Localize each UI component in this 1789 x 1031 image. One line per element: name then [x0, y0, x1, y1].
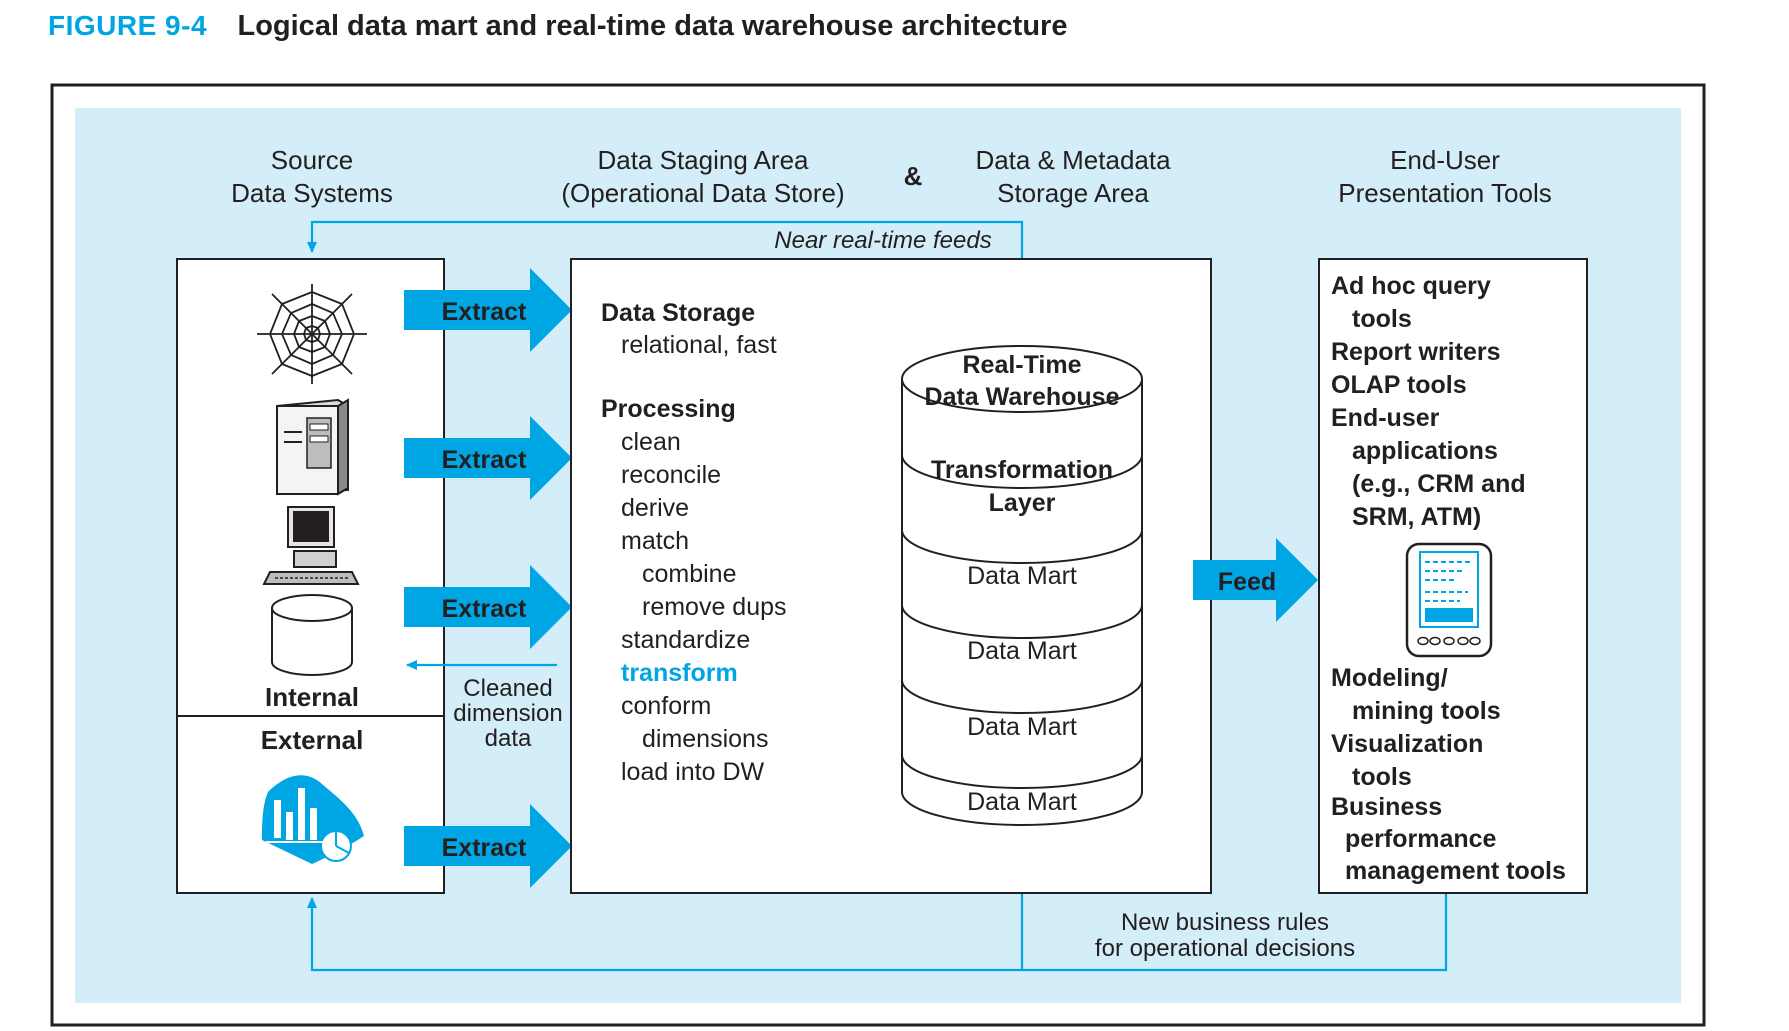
warehouse-cylinder	[901, 345, 1143, 826]
svg-text:Data & Metadata: Data & Metadata	[975, 145, 1171, 175]
svg-text:Storage Area: Storage Area	[997, 178, 1149, 208]
extract-arrow-2: Extract	[404, 416, 572, 500]
extract-arrow-1: Extract	[404, 268, 572, 352]
svg-text:New business rules: New business rules	[1121, 909, 1329, 936]
column-header-source: Source Data Systems	[231, 145, 393, 208]
data-mart-2: Data Mart	[967, 637, 1077, 665]
processing-heading: Processing	[601, 395, 736, 423]
svg-text:mining tools: mining tools	[1352, 697, 1501, 725]
column-header-storage: Data & Metadata Storage Area	[975, 145, 1171, 208]
svg-text:(Operational Data Store): (Operational Data Store)	[561, 178, 844, 208]
svg-text:tools: tools	[1352, 763, 1412, 791]
svg-text:Business: Business	[1331, 793, 1442, 821]
cleaned-data-label: Cleaned dimension data	[453, 675, 562, 752]
near-realtime-label: Near real-time feeds	[774, 227, 991, 254]
warehouse-title: Real-Time Data Warehouse	[925, 351, 1120, 411]
svg-text:Extract: Extract	[442, 834, 527, 862]
svg-text:Data Staging Area: Data Staging Area	[597, 145, 809, 175]
server-icon	[276, 398, 349, 496]
svg-text:End-User: End-User	[1390, 145, 1500, 175]
column-header-staging: Data Staging Area (Operational Data Stor…	[561, 145, 844, 208]
processing-step-match: match	[621, 527, 689, 555]
figure-header: FIGURE 9-4 Logical data mart and real-ti…	[48, 10, 1067, 43]
external-chart-icon	[262, 775, 364, 864]
svg-text:Modeling/: Modeling/	[1331, 664, 1448, 692]
transformation-layer: Transformation Layer	[931, 456, 1113, 517]
svg-text:Extract: Extract	[442, 298, 527, 326]
business-rules-label: New business rules for operational decis…	[1095, 909, 1355, 962]
svg-text:Layer: Layer	[989, 489, 1056, 517]
enduser-tools-list: Ad hoc query tools Report writers OLAP t…	[1331, 272, 1566, 885]
handheld-device-icon	[1405, 542, 1493, 658]
svg-text:Presentation Tools: Presentation Tools	[1338, 178, 1551, 208]
svg-text:Real-Time: Real-Time	[962, 351, 1081, 379]
data-mart-3: Data Mart	[967, 713, 1077, 741]
svg-text:applications: applications	[1352, 437, 1498, 465]
processing-step-standardize: standardize	[621, 626, 750, 654]
processing-step-reconcile: reconcile	[621, 461, 721, 489]
processing-step-dimensions: dimensions	[642, 725, 768, 753]
processing-step-clean: clean	[621, 428, 681, 456]
svg-text:Data Systems: Data Systems	[231, 178, 393, 208]
desktop-computer-icon	[262, 506, 360, 585]
svg-text:SRM, ATM): SRM, ATM)	[1352, 503, 1481, 531]
svg-text:performance: performance	[1345, 825, 1497, 853]
figure-label: FIGURE 9-4	[48, 10, 208, 41]
processing-step-load: load into DW	[621, 758, 765, 786]
svg-text:End-user: End-user	[1331, 404, 1440, 432]
svg-text:management tools: management tools	[1345, 857, 1566, 885]
svg-text:Cleaned: Cleaned	[463, 675, 552, 702]
data-storage-detail: relational, fast	[621, 331, 777, 359]
svg-text:Visualization: Visualization	[1331, 730, 1483, 758]
column-header-enduser: End-User Presentation Tools	[1338, 145, 1551, 208]
feed-arrow: Feed	[1193, 538, 1318, 622]
extract-arrow-3: Extract	[404, 565, 572, 649]
svg-text:dimension: dimension	[453, 700, 562, 727]
svg-text:for operational decisions: for operational decisions	[1095, 935, 1355, 962]
svg-text:Ad hoc query: Ad hoc query	[1331, 272, 1491, 300]
processing-step-transform: transform	[621, 659, 738, 687]
figure-title: Logical data mart and real-time data war…	[237, 10, 1068, 42]
svg-text:Report writers: Report writers	[1331, 338, 1500, 366]
web-icon	[257, 284, 367, 384]
data-mart-1: Data Mart	[967, 562, 1077, 590]
processing-step-derive: derive	[621, 494, 689, 522]
svg-text:Data Warehouse: Data Warehouse	[925, 383, 1120, 411]
svg-text:Feed: Feed	[1218, 568, 1276, 596]
extract-arrow-4: Extract	[404, 804, 572, 888]
svg-text:Source: Source	[271, 145, 353, 175]
processing-step-conform: conform	[621, 692, 711, 720]
svg-text:Transformation: Transformation	[931, 456, 1113, 484]
data-mart-4: Data Mart	[967, 788, 1077, 816]
processing-step-remove-dups: remove dups	[642, 593, 787, 621]
ampersand: &	[904, 161, 923, 191]
svg-text:(e.g., CRM and: (e.g., CRM and	[1352, 470, 1526, 498]
data-storage-heading: Data Storage	[601, 299, 755, 327]
svg-text:Extract: Extract	[442, 446, 527, 474]
svg-text:Extract: Extract	[442, 595, 527, 623]
processing-step-combine: combine	[642, 560, 737, 588]
svg-text:data: data	[485, 725, 532, 752]
database-icon	[271, 594, 353, 676]
external-label: External	[261, 725, 364, 755]
svg-text:OLAP tools: OLAP tools	[1331, 371, 1467, 399]
internal-label: Internal	[265, 682, 359, 712]
svg-text:tools: tools	[1352, 305, 1412, 333]
